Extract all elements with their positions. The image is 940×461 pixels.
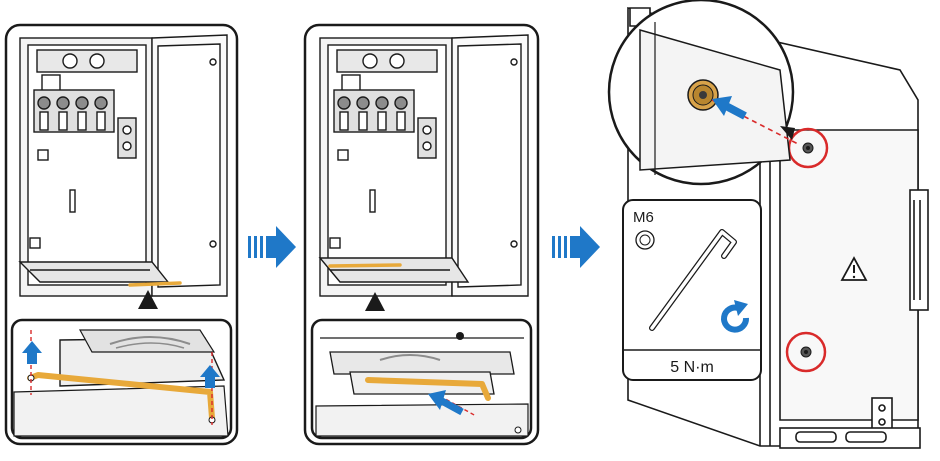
- step-2-zoom-bracket: [365, 377, 491, 401]
- step-1-pointer: [138, 290, 158, 309]
- screw-bottom: [800, 346, 812, 358]
- step-3-panel: M6 5 N·m: [607, 0, 929, 449]
- screw-top: [802, 142, 814, 154]
- step-2-panel: [303, 23, 540, 446]
- step-1-up-arrow-left: [22, 341, 42, 364]
- screw-head-icon: [635, 230, 655, 250]
- step-1-up-arrow-right: [200, 365, 220, 388]
- step-3-guide-line: [711, 99, 801, 146]
- screw-bottom-highlight: [785, 331, 827, 373]
- torque-label: 5 N·m: [670, 359, 714, 376]
- warning-icon: [840, 256, 868, 281]
- step-1-cabinet: [18, 34, 228, 297]
- step-1-bracket: [128, 281, 182, 287]
- step-2-bracket: [328, 263, 402, 268]
- hex-key-icon: [649, 229, 737, 331]
- rotate-clockwise-icon: [721, 300, 749, 333]
- step-2-zoom: [310, 318, 533, 440]
- step-2-insert-arrow: [428, 390, 464, 416]
- screw-size-label: M6: [633, 209, 654, 226]
- step-2-cabinet: [318, 34, 529, 297]
- next-step-arrow-2: [552, 226, 600, 268]
- step-1-panel: [4, 23, 239, 446]
- step-3-insert-arrow: [712, 96, 747, 120]
- step-1-zoom: [10, 318, 233, 440]
- step-2-pointer: [365, 292, 385, 311]
- next-step-arrow-1: [248, 226, 296, 268]
- step-3-tool-box: M6 5 N·m: [622, 199, 762, 381]
- step-3-magnifier: [607, 0, 795, 186]
